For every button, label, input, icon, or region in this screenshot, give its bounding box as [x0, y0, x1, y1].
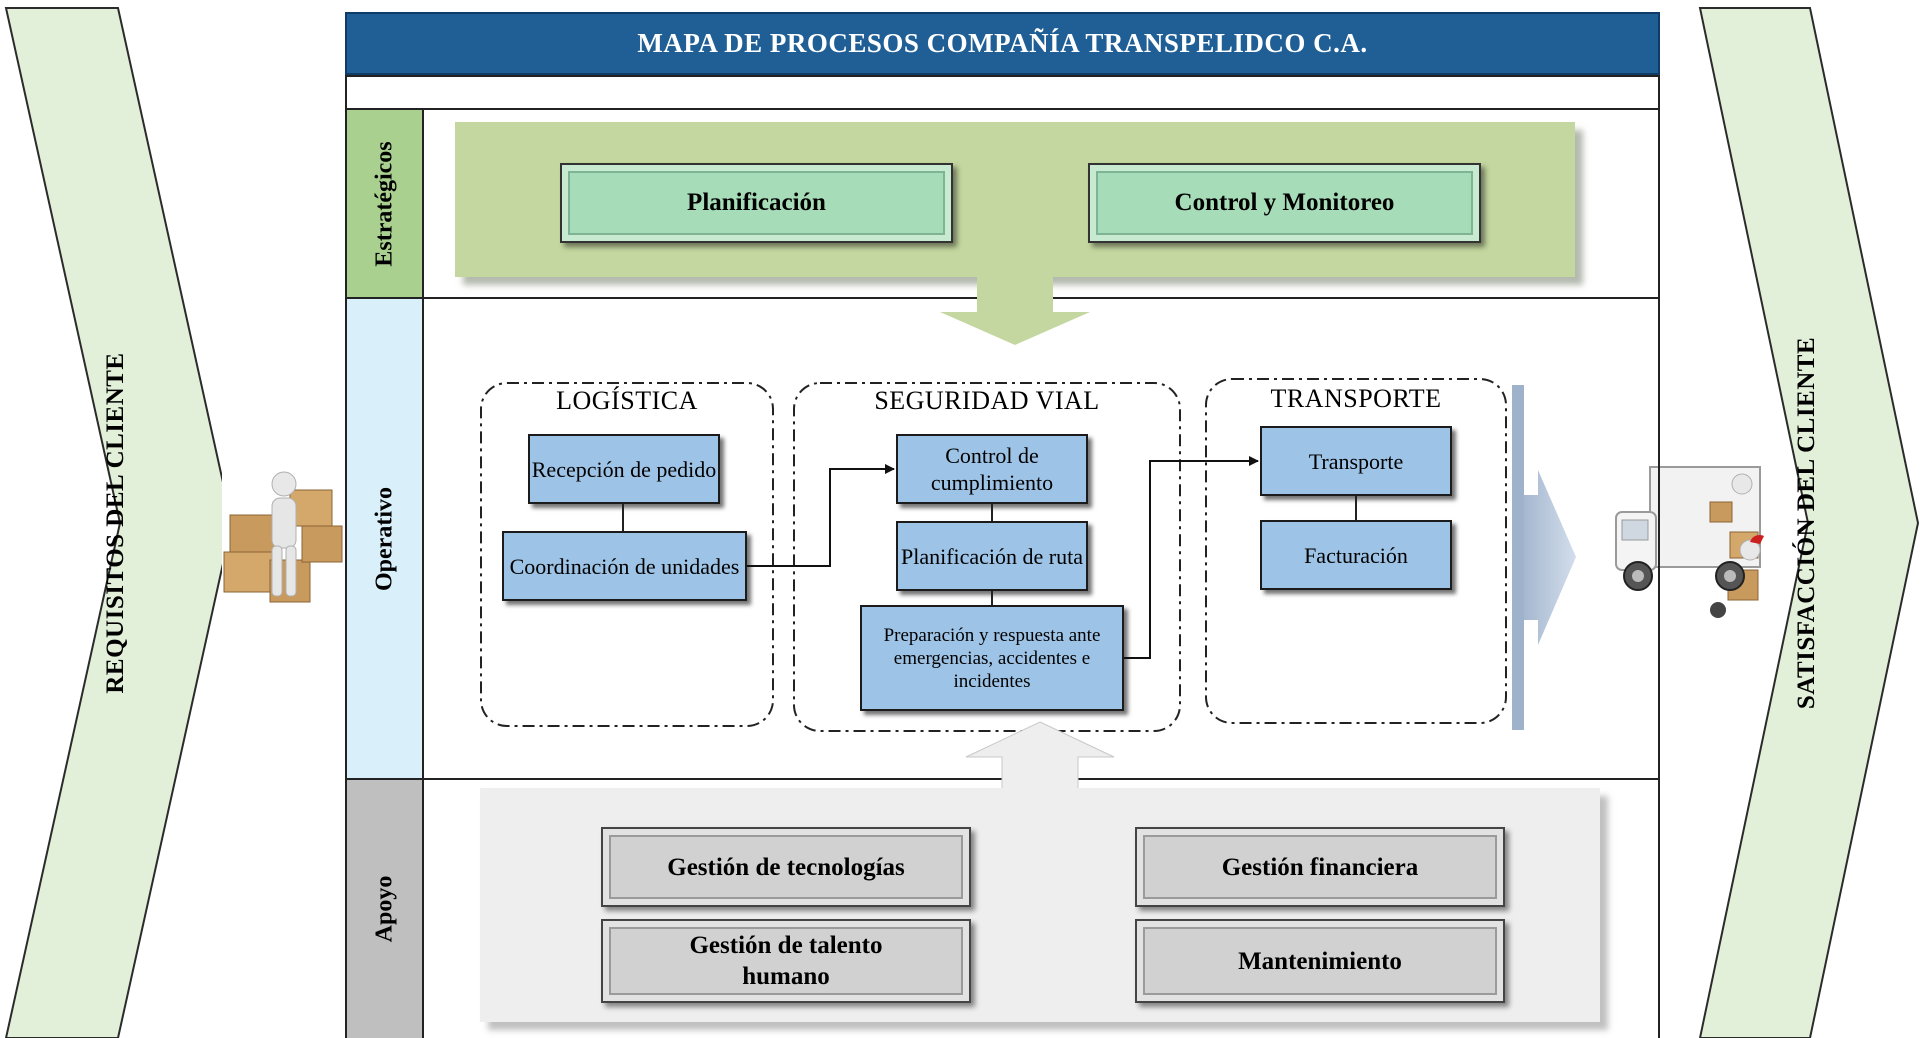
arrow-right-icon [1512, 385, 1576, 730]
process-facturacion: Facturación [1260, 520, 1452, 590]
process-planificacion-ruta: Planificación de ruta [896, 521, 1088, 591]
group-logistica-title: LOGÍSTICA [556, 386, 698, 415]
connector-seguridad-2 [991, 591, 993, 605]
client-satisfaction-banner: SATISFACCIÓN DEL CLIENTE [1690, 7, 1923, 1038]
client-requirements-banner: REQUISITOS DEL CLIENTE [0, 7, 235, 1038]
arrow-up-icon [965, 721, 1115, 791]
group-seguridad-vial-border [793, 382, 1181, 732]
process-control-cumplimiento: Control de cumplimiento [896, 434, 1088, 504]
group-transporte-border [1205, 378, 1507, 724]
row-label-strategic: Estratégicos [347, 110, 424, 297]
group-logistica: LOGÍSTICA [480, 382, 774, 727]
process-preparacion-emergencias: Preparación y respuesta ante emergencias… [860, 605, 1124, 711]
process-transporte: Transporte [1260, 426, 1452, 496]
delivery-truck-image [1610, 442, 1780, 627]
arrow-down-icon [940, 277, 1090, 345]
arrow-coordinacion-to-control [747, 464, 895, 567]
chevron-shape-left [4, 7, 234, 1038]
process-coordinacion-unidades: Coordinación de unidades [502, 531, 747, 601]
connector-seguridad-1 [991, 504, 993, 521]
person-with-boxes-image [222, 460, 347, 620]
arrow-preparacion-to-transporte [1124, 456, 1259, 659]
group-seguridad-vial-title: SEGURIDAD VIAL [874, 386, 1100, 415]
process-gestion-tecnologias: Gestión de tecnologías [601, 827, 971, 907]
row-label-operative: Operativo [347, 299, 424, 778]
group-transporte-title: TRANSPORTE [1270, 384, 1442, 413]
group-seguridad-vial: SEGURIDAD VIAL [793, 382, 1181, 732]
chevron-shape-right [1698, 7, 1920, 1038]
process-map-frame [345, 75, 1660, 1038]
connector-transporte [1355, 496, 1357, 520]
process-mantenimiento: Mantenimiento [1135, 919, 1505, 1003]
group-transporte: TRANSPORTE [1205, 378, 1507, 724]
connector-logistica [622, 504, 624, 531]
process-gestion-financiera: Gestión financiera [1135, 827, 1505, 907]
group-logistica-border [480, 382, 774, 727]
page-title: MAPA DE PROCESOS COMPAÑÍA TRANSPELIDCO C… [345, 12, 1660, 75]
process-gestion-talento-humano: Gestión de talento humano [601, 919, 971, 1003]
divider-top [345, 108, 1660, 110]
process-planificacion: Planificación [560, 163, 953, 243]
process-recepcion-pedido: Recepción de pedido [528, 434, 720, 504]
process-control-monitoreo: Control y Monitoreo [1088, 163, 1481, 243]
row-label-support: Apoyo [347, 780, 424, 1038]
